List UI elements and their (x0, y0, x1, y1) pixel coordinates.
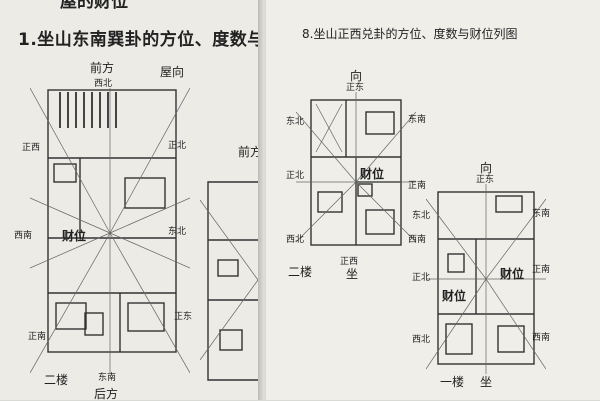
plan1-front-label: 前方 (90, 61, 115, 75)
upper-dir-north: 正北 (286, 171, 305, 181)
plan1-wealth-label: 财位 (62, 229, 87, 243)
plan1-back-label: 后方 (94, 387, 119, 401)
upper-dir-south: 正南 (408, 181, 427, 191)
upper-dir-northwest: 西北 (286, 235, 305, 245)
plan1-dir-southwest: 西南 (14, 231, 33, 241)
lower-dir-northeast: 东北 (412, 211, 431, 221)
plan1-top-dir: 西北 (94, 79, 113, 89)
lower-wealth-label-1: 财位 (500, 267, 525, 281)
upper-floor-label: 二楼 (288, 265, 313, 279)
plan1-dir-north: 正北 (168, 141, 187, 151)
plan1-bottom-dir: 东南 (98, 373, 117, 383)
lower-floor-label: 一楼 (440, 375, 465, 389)
upper-sit-label: 坐 (346, 267, 359, 281)
floor-plan-lower (426, 184, 546, 374)
left-page: 屋的财位 1.坐山东南巽卦的方位、度数与财位 前方 屋向 西北 (0, 0, 299, 401)
lower-dir-north: 正北 (412, 273, 431, 283)
plan1-dir-east: 正东 (174, 312, 193, 322)
left-cut-title: 屋的财位 (60, 0, 128, 12)
plan1-house-dir: 屋向 (160, 65, 185, 79)
upper-dir-southwest: 西南 (408, 235, 427, 245)
floor-plan-1 (30, 88, 190, 373)
plan1-dir-northeast: 东北 (168, 227, 187, 237)
plan2-front-label: 前方 (238, 145, 263, 159)
floor-plan-2-partial (200, 181, 258, 381)
right-page: 8.坐山正西兑卦的方位、度数与财位列图 向 正东 东北 东南 正北 正南 西北 … (266, 0, 600, 400)
lower-top-label: 向 (480, 161, 493, 175)
lower-dir-south: 正南 (532, 265, 551, 275)
lower-dir-southwest: 西南 (532, 333, 551, 343)
left-section-title: 1.坐山东南巽卦的方位、度数与财位 (18, 30, 300, 50)
upper-dir-northeast: 东北 (286, 117, 305, 127)
floor-plan-upper (296, 92, 416, 246)
plan1-dir-south: 正南 (28, 332, 47, 342)
upper-bottom-dir: 正西 (340, 257, 359, 267)
plan1-dir-west: 正西 (22, 143, 41, 153)
right-section-title: 8.坐山正西兑卦的方位、度数与财位列图 (302, 27, 518, 41)
upper-dir-southeast: 东南 (408, 115, 427, 125)
lower-dir-northwest: 西北 (412, 335, 431, 345)
upper-top-label: 向 (350, 69, 363, 83)
plan1-floor-label: 二楼 (44, 373, 69, 387)
lower-top-dir: 正东 (476, 175, 495, 185)
upper-wealth-label: 财位 (360, 167, 385, 181)
lower-sit-label: 坐 (480, 375, 493, 389)
lower-wealth-label-2: 财位 (442, 289, 467, 303)
upper-top-dir: 正东 (346, 83, 365, 93)
lower-dir-southeast: 东南 (532, 209, 551, 219)
